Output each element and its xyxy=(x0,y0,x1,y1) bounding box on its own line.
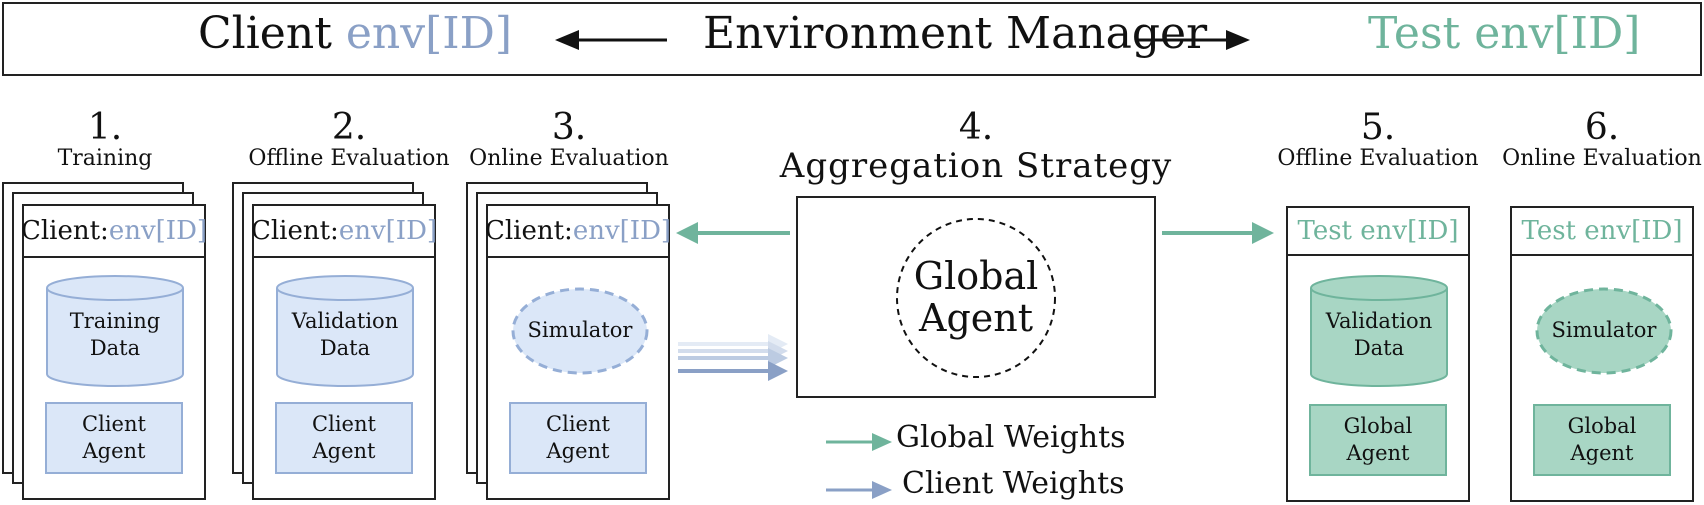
stage-2-agent-line1: Client xyxy=(312,411,376,436)
stage-4-title: Aggregation Strategy xyxy=(779,146,1173,186)
stage-2-client-agent: Client Agent xyxy=(275,402,413,474)
environment-manager-title: Environment Manager xyxy=(703,8,1208,59)
stage-2-card-label: Client: xyxy=(250,216,339,246)
client-weights-arrow-faint-3 xyxy=(678,348,788,368)
training-data-cylinder-icon xyxy=(45,274,185,389)
stage-1-number: 1. xyxy=(87,107,123,148)
training-data-label: Training Data xyxy=(45,308,185,363)
client-env-title-word: Client xyxy=(198,8,332,59)
stage-6-number: 6. xyxy=(1584,107,1620,148)
stage-6-title: Online Evaluation xyxy=(1502,146,1702,171)
validation-data-label: Validation Data xyxy=(275,308,415,363)
validation-data-cylinder-icon xyxy=(275,274,415,389)
test-simulator-label: Simulator xyxy=(1551,318,1657,343)
client-weights-arrow-main xyxy=(678,361,788,381)
stage-2-card-env: env[ID] xyxy=(338,216,438,246)
stage-2-header: 2. Offline Evaluation xyxy=(228,107,470,172)
stage-1-card-label: Client: xyxy=(20,216,109,246)
stage-6-card-header: Test env[ID] xyxy=(1512,208,1692,256)
test-validation-data-line2: Data xyxy=(1353,336,1405,361)
legend-client-weights-arrow-icon xyxy=(826,481,892,499)
stage-6-agent-line1: Global xyxy=(1567,413,1637,438)
validation-data-line1: Validation xyxy=(291,309,399,333)
stage-3-card-header: Client:env[ID] xyxy=(484,206,672,258)
legend-client-weights-label: Client Weights xyxy=(902,466,1125,501)
stage-3-client-agent: Client Agent xyxy=(509,402,647,474)
global-agent-label: Global Agent xyxy=(894,216,1058,380)
left-arrow-icon xyxy=(555,30,667,50)
global-agent-line1: Global xyxy=(913,254,1039,299)
environment-manager-bar xyxy=(2,2,1702,76)
stage-5-agent-line2: Agent xyxy=(1346,441,1410,465)
global-agent-line2: Agent xyxy=(919,296,1033,340)
validation-data-line2: Data xyxy=(319,336,371,361)
test-env-title: Test env[ID] xyxy=(1368,8,1641,59)
right-arrow-icon xyxy=(1137,30,1250,50)
training-data-line1: Training xyxy=(69,309,161,333)
stage-5-header: 5. Offline Evaluation xyxy=(1276,107,1480,172)
aggregation-strategy-box: Global Agent xyxy=(796,196,1156,398)
simulator-oval-icon xyxy=(510,286,650,376)
stage-5-agent-line1: Global xyxy=(1343,413,1413,438)
test-validation-data-cylinder-icon xyxy=(1309,274,1449,389)
stage-6-header: 6. Online Evaluation xyxy=(1500,107,1704,172)
test-simulator-oval-icon xyxy=(1534,286,1674,376)
test-validation-data-line1: Validation xyxy=(1325,309,1433,333)
stage-1-card-header: Client:env[ID] xyxy=(20,206,208,258)
stage-3-header: 3. Online Evaluation xyxy=(462,107,676,172)
stage-3-card-env: env[ID] xyxy=(572,216,672,246)
client-env-title-id: env[ID] xyxy=(345,8,513,59)
global-weights-arrow-to-test xyxy=(1162,222,1274,244)
stage-1-header: 1. Training xyxy=(0,107,210,172)
stage-2-client-card: Client:env[ID] Validation Data Client Ag… xyxy=(250,204,438,500)
stage-4-number: 4. xyxy=(958,107,994,148)
stage-6-agent-line2: Agent xyxy=(1570,441,1634,465)
stage-2-title: Offline Evaluation xyxy=(248,146,450,171)
stage-2-number: 2. xyxy=(331,107,367,148)
stage-5-title: Offline Evaluation xyxy=(1277,146,1479,171)
client-weights-arrows xyxy=(678,334,788,381)
stage-1-agent-line2: Agent xyxy=(82,439,146,463)
stage-3-agent-line2: Agent xyxy=(546,439,610,463)
stage-3-title: Online Evaluation xyxy=(469,146,669,171)
stage-5-global-agent: Global Agent xyxy=(1309,404,1447,476)
stage-1-agent-line1: Client xyxy=(82,411,146,436)
stage-3-number: 3. xyxy=(551,107,587,148)
stage-1-client-agent: Client Agent xyxy=(45,402,183,474)
stage-4-header: 4. Aggregation Strategy xyxy=(780,107,1171,187)
stage-6-global-agent: Global Agent xyxy=(1533,404,1671,476)
stage-3-agent-line1: Client xyxy=(546,411,610,436)
stage-1-title: Training xyxy=(57,146,153,171)
test-validation-data-label: Validation Data xyxy=(1309,308,1449,363)
stage-1-card-env: env[ID] xyxy=(108,216,208,246)
client-env-title: Client env[ID] xyxy=(198,8,512,59)
global-agent-circle-icon xyxy=(896,218,1056,378)
stage-3-card-label: Client: xyxy=(484,216,573,246)
training-data-line2: Data xyxy=(89,336,141,361)
stage-3-client-card: Client:env[ID] Simulator Client Agent xyxy=(484,204,672,500)
stage-5-number: 5. xyxy=(1360,107,1396,148)
stage-1-client-card: Client:env[ID] Training Data Client Agen… xyxy=(20,204,208,500)
stage-2-card-header: Client:env[ID] xyxy=(250,206,438,258)
stage-6-test-card: Test env[ID] Simulator Global Agent xyxy=(1510,206,1694,502)
stage-5-test-card: Test env[ID] Validation Data Global Agen… xyxy=(1286,206,1470,502)
legend-global-weights-arrow-icon xyxy=(826,433,892,451)
stage-2-agent-line2: Agent xyxy=(312,439,376,463)
stage-5-card-header: Test env[ID] xyxy=(1288,208,1468,256)
global-weights-arrow-to-client xyxy=(676,222,790,244)
simulator-label: Simulator xyxy=(527,318,633,343)
legend-global-weights-label: Global Weights xyxy=(896,420,1126,455)
